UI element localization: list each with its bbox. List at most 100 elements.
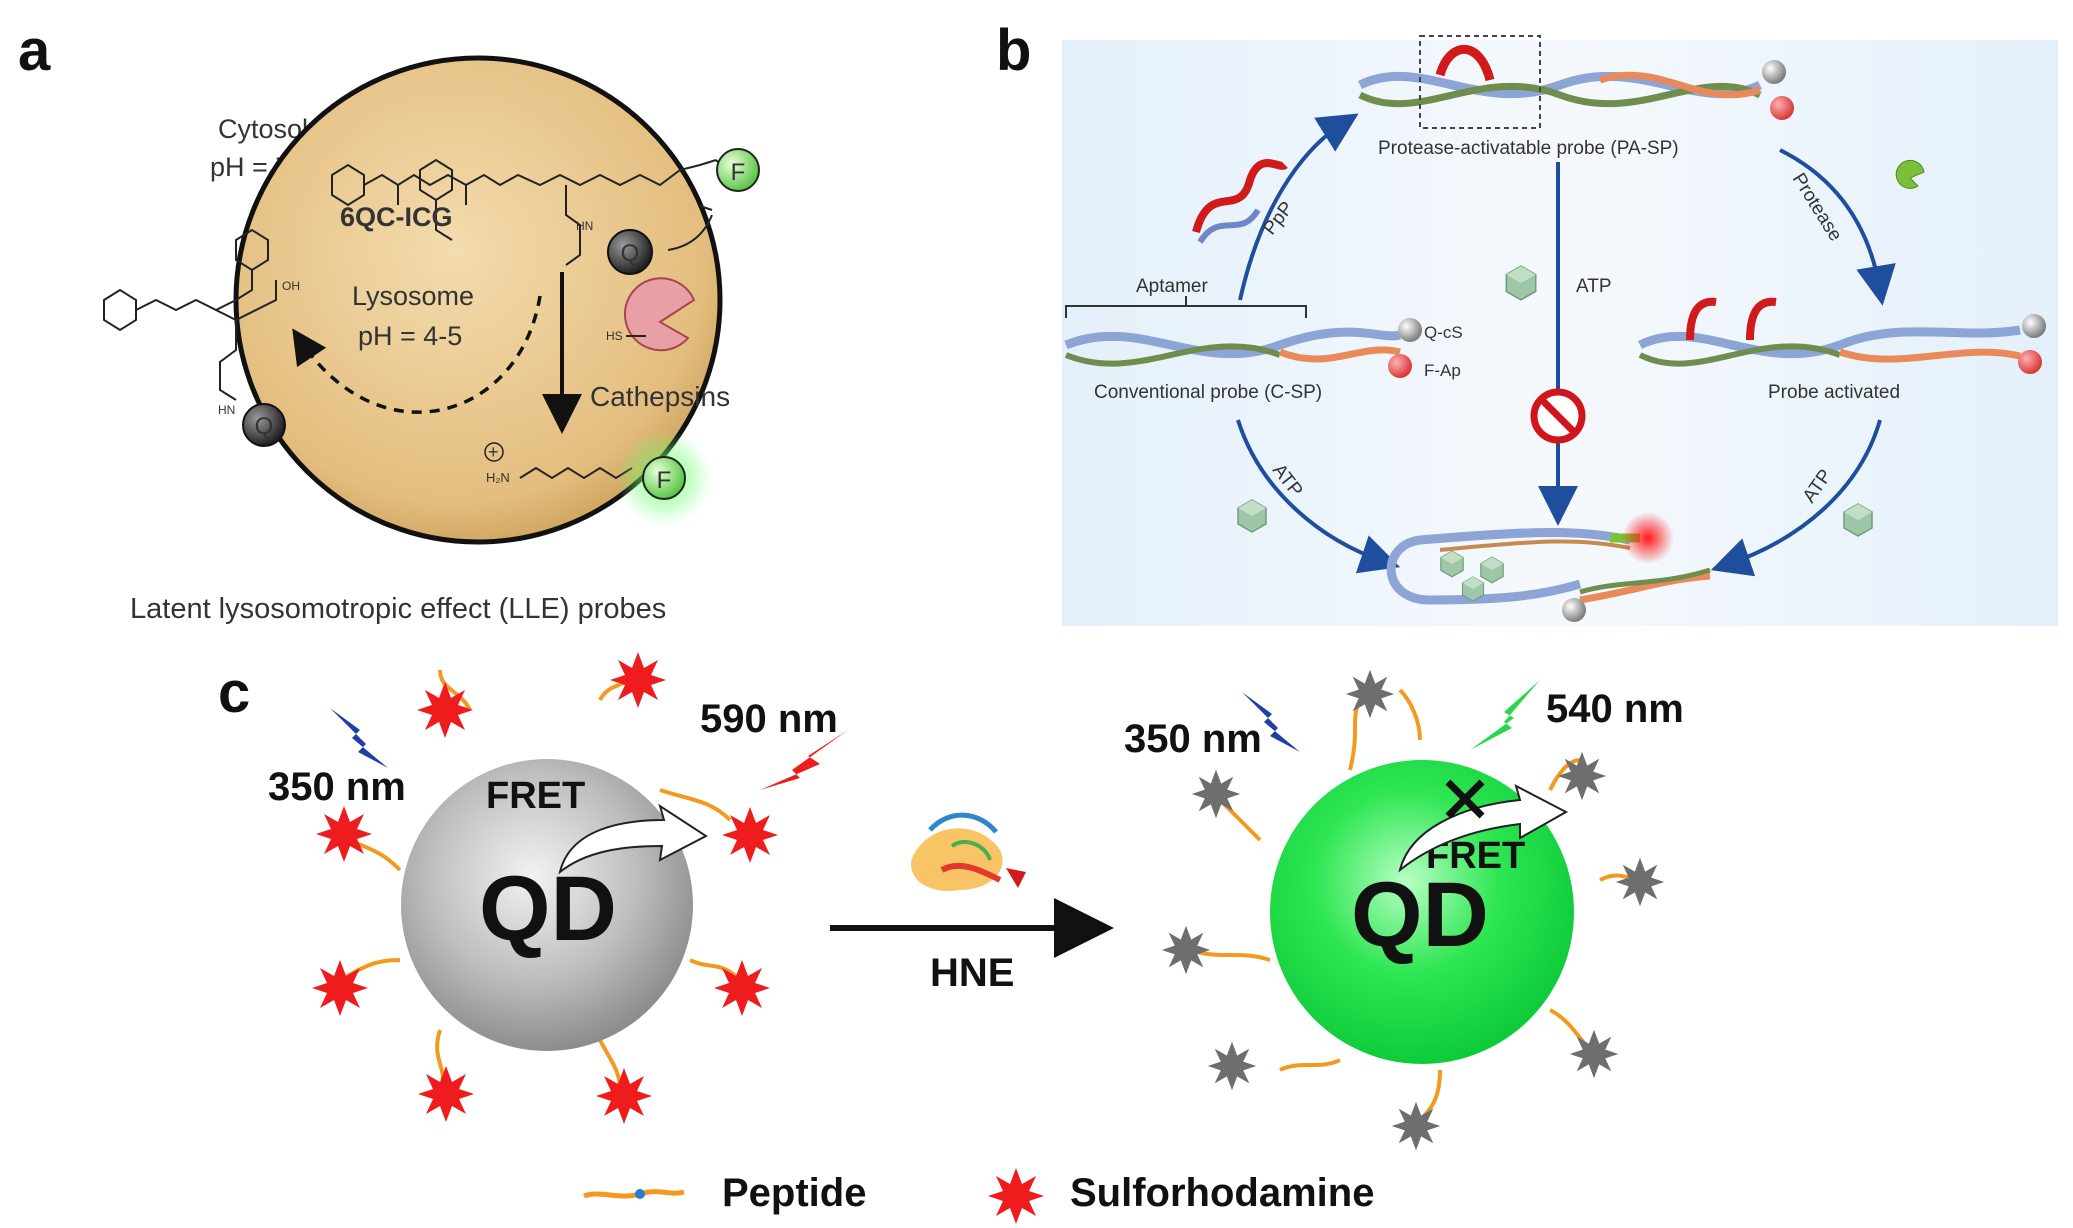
fragment-hn-label: HN bbox=[218, 403, 235, 417]
right-quantum-dot bbox=[1270, 760, 1574, 1064]
atp-hexagon-right bbox=[1843, 503, 1873, 537]
lysosome-label: Lysosome bbox=[352, 281, 474, 311]
cleavage-site-box bbox=[1419, 35, 1541, 129]
pa-probe-label: Protease-activatable probe (PA-SP) bbox=[1378, 138, 1679, 159]
probe-6qc-icg-structure bbox=[331, 158, 719, 266]
left-dye-1 bbox=[417, 682, 473, 738]
amine-plus-label: + bbox=[488, 442, 499, 462]
right-emission-bolt bbox=[1470, 680, 1540, 750]
fragment-oh-label: OH bbox=[282, 279, 300, 293]
activated-quencher-ball bbox=[2022, 314, 2046, 338]
right-dye-7 bbox=[1615, 857, 1665, 907]
legend-dye-swatch bbox=[988, 1168, 1044, 1224]
legend: Peptide Sulforhodamine bbox=[583, 1168, 1374, 1224]
lower-left-atp-arrow bbox=[1236, 419, 1401, 574]
thiol-label: HS bbox=[606, 329, 623, 343]
left-fret-arrow bbox=[558, 803, 708, 875]
c-sp-fluorophore-ball bbox=[1388, 354, 1412, 378]
left-excitation-bolt bbox=[330, 708, 388, 768]
atp-hexagon-bound-3 bbox=[1461, 576, 1485, 602]
cytosol-label: Cytosol bbox=[218, 114, 308, 144]
left-qd-assembly: QD FRET bbox=[312, 652, 778, 1124]
activated-fluorophore-ball bbox=[2018, 350, 2042, 374]
panel-a: a Cytosol pH = 7.2 6QC-ICG F HN Q Lysoso… bbox=[18, 18, 760, 625]
probe-name-label: 6QC-ICG bbox=[340, 202, 453, 232]
left-excitation-label: 350 nm bbox=[268, 765, 406, 809]
probe-fluorophore-letter: F bbox=[731, 159, 746, 186]
fret-blocked-x-icon bbox=[1445, 779, 1485, 819]
hne-label: HNE bbox=[930, 951, 1014, 995]
left-dye-5 bbox=[596, 1068, 652, 1124]
atp-hexagon-bound-1 bbox=[1440, 550, 1464, 578]
probe-quencher-ball bbox=[607, 229, 653, 275]
cathepsins-label: Cathepsins bbox=[590, 381, 730, 412]
right-dye-5 bbox=[1391, 1101, 1441, 1151]
right-dye-3 bbox=[1161, 925, 1211, 975]
central-atp-label: ATP bbox=[1576, 276, 1612, 297]
hne-enzyme-icon bbox=[911, 812, 1026, 891]
product-fluorophore-ball bbox=[642, 456, 686, 500]
right-dye-2 bbox=[1191, 769, 1241, 819]
lower-right-atp-arrow bbox=[1710, 419, 1882, 577]
left-emission-bolt bbox=[760, 730, 848, 790]
right-dye-6 bbox=[1569, 1029, 1619, 1079]
probe-quencher-letter: Q bbox=[621, 240, 640, 267]
ppp-peptide-icon bbox=[1192, 159, 1288, 244]
amine-plus-circle bbox=[484, 442, 504, 462]
right-dye-4 bbox=[1207, 1041, 1257, 1091]
panel-b-letter: b bbox=[996, 18, 1031, 83]
legend-dye-label: Sulforhodamine bbox=[1070, 1171, 1374, 1215]
legend-peptide-dot bbox=[635, 1189, 645, 1199]
emission-glow bbox=[1622, 512, 1674, 564]
right-qd-label: QD bbox=[1351, 864, 1489, 966]
f-ap-label: F-Ap bbox=[1424, 361, 1461, 380]
left-emission-label: 590 nm bbox=[700, 697, 838, 741]
pa-probe-dna bbox=[1357, 35, 1763, 129]
lysosome-ph-label: pH = 4-5 bbox=[358, 321, 462, 351]
atp-hexagon-center bbox=[1505, 265, 1537, 301]
left-dye-6 bbox=[418, 1066, 474, 1122]
left-dye-3 bbox=[722, 807, 778, 863]
panel-c-letter: c bbox=[218, 660, 250, 725]
right-fret-arrow bbox=[1398, 784, 1569, 873]
cathepsin-pacman-icon bbox=[623, 277, 696, 352]
fragment-quencher-ball bbox=[242, 403, 286, 447]
right-dye-8 bbox=[1557, 751, 1607, 801]
left-fret-label: FRET bbox=[486, 775, 585, 817]
panel-a-letter: a bbox=[18, 18, 51, 83]
released-fragment-structure bbox=[103, 228, 277, 401]
left-dye-4 bbox=[714, 960, 770, 1016]
panel-b: b Protease-activatable probe (PA-SP) ATP… bbox=[996, 18, 2058, 626]
atp-hexagon-left bbox=[1237, 499, 1267, 533]
atp-hexagon-bound-2 bbox=[1480, 556, 1504, 584]
right-qd-assembly: QD FRET bbox=[1161, 669, 1665, 1151]
left-dye-7 bbox=[312, 960, 368, 1016]
amine-h2n-label: H₂N bbox=[486, 470, 510, 485]
released-quencher-ball bbox=[1562, 598, 1586, 622]
c-sp-quencher-ball bbox=[1398, 318, 1422, 342]
pa-probe-quencher-ball bbox=[1762, 60, 1786, 84]
blocked-icon bbox=[1530, 388, 1586, 444]
right-excitation-label: 350 nm bbox=[1124, 717, 1262, 761]
aptamer-atp-complex bbox=[1386, 528, 1711, 605]
right-emission-label: 540 nm bbox=[1546, 687, 1684, 731]
left-dye-8 bbox=[316, 806, 372, 862]
left-dye-2 bbox=[610, 652, 666, 708]
conventional-probe-dna bbox=[1064, 327, 1402, 367]
product-fluorophore-letter: F bbox=[657, 467, 672, 494]
q-cs-label: Q-cS bbox=[1424, 323, 1463, 342]
aptamer-label: Aptamer bbox=[1136, 276, 1208, 297]
aptamer-bracket bbox=[1065, 296, 1307, 318]
left-qd-label: QD bbox=[479, 858, 617, 960]
protease-arrow bbox=[1779, 148, 1896, 306]
efflux-dashed-arrow bbox=[292, 295, 542, 414]
ppp-arrow bbox=[1238, 113, 1359, 301]
right-excitation-bolt bbox=[1242, 692, 1300, 752]
conventional-probe-label: Conventional probe (C-SP) bbox=[1094, 382, 1322, 403]
activated-probe-dna bbox=[1637, 297, 2021, 367]
pa-probe-fluorophore-ball bbox=[1770, 96, 1794, 120]
cleaved-product-structure bbox=[519, 466, 633, 480]
panel-c: c QD FRET bbox=[218, 652, 1684, 1224]
legend-peptide-label: Peptide bbox=[722, 1171, 866, 1215]
